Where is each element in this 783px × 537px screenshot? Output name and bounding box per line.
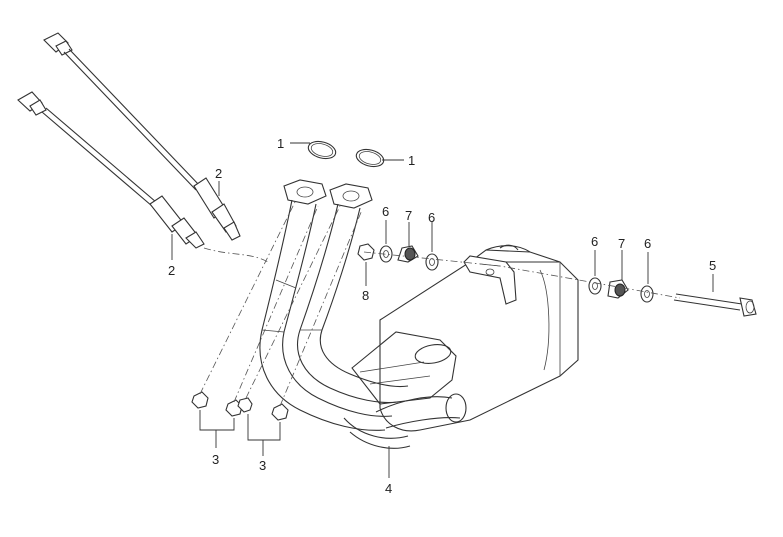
callout-1-right: 1 [408, 153, 415, 168]
oxygen-sensor-upper [43, 32, 241, 241]
callout-3-left: 3 [212, 452, 219, 467]
washer-group-left [357, 243, 439, 271]
flange-nuts [191, 391, 289, 421]
callout-2-upper: 2 [215, 166, 222, 181]
callout-8: 8 [362, 288, 369, 303]
callout-5: 5 [709, 258, 716, 273]
callout-6-b: 6 [428, 210, 435, 225]
gasket-ring-left [307, 140, 337, 160]
mounting-bolt [673, 293, 757, 317]
callout-6-c: 6 [591, 234, 598, 249]
gasket-ring-right [355, 148, 385, 168]
callout-7-left: 7 [405, 208, 412, 223]
callout-4: 4 [385, 481, 392, 496]
leader-lines [171, 142, 714, 478]
callout-7-right: 7 [618, 236, 625, 251]
exhaust-header-pipes [259, 179, 411, 449]
muffler [351, 244, 579, 432]
callout-2-lower: 2 [168, 263, 175, 278]
oxygen-sensor-lower [17, 91, 205, 249]
callout-6-a: 6 [382, 204, 389, 219]
callout-3-right: 3 [259, 458, 266, 473]
callout-6-d: 6 [644, 236, 651, 251]
washer-group-right [588, 277, 654, 303]
callout-1-left: 1 [277, 136, 284, 151]
